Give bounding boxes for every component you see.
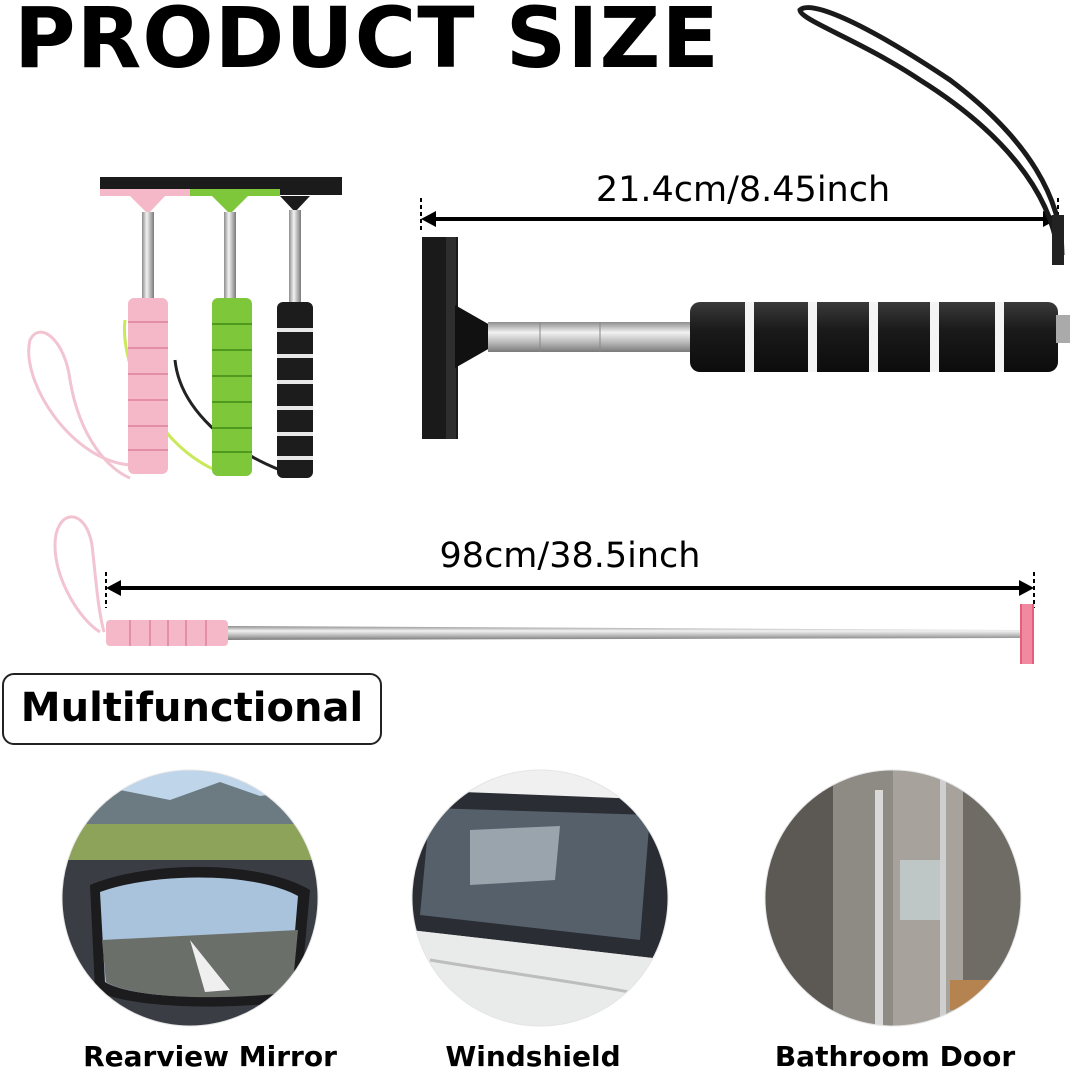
use-label-bathroom-door: Bathroom Door bbox=[774, 1040, 1016, 1073]
extended-squeegee-illustration bbox=[53, 515, 1035, 664]
section-label-box bbox=[2, 673, 382, 745]
bathroom-door-scene bbox=[765, 770, 1021, 1026]
windshield-scene bbox=[412, 770, 668, 1026]
section-label: Multifunctional bbox=[20, 685, 364, 731]
use-label-rearview-mirror: Rearview Mirror bbox=[83, 1040, 337, 1073]
page-title: PRODUCT SIZE bbox=[14, 0, 720, 87]
compact-squeegee-illustration bbox=[420, 5, 1070, 439]
compact-length-label: 21.4cm/8.45inch bbox=[595, 170, 891, 210]
use-label-windshield: Windshield bbox=[445, 1040, 621, 1073]
extended-length-label: 98cm/38.5inch bbox=[439, 536, 701, 576]
squeegee-trio-illustration bbox=[27, 177, 342, 480]
